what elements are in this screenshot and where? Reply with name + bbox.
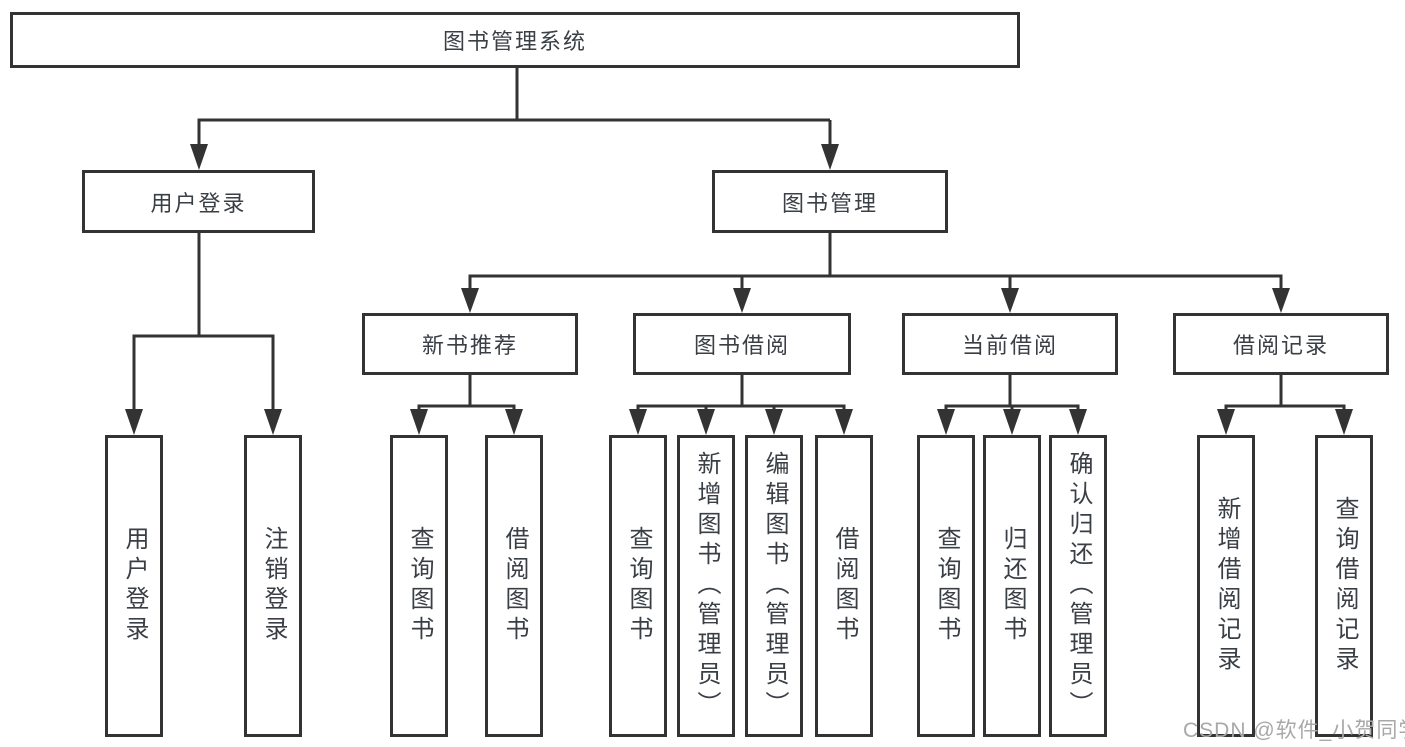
leaf-current-confirm-return-admin: 确认归还（管理员） xyxy=(1049,435,1107,737)
leaf-borrow-edit-books-admin-label: 编辑图书（管理员） xyxy=(761,451,788,721)
leaf-borrow-edit-books-admin: 编辑图书（管理员） xyxy=(745,435,803,737)
leaf-current-confirm-return-admin-label: 确认归还（管理员） xyxy=(1065,451,1092,721)
node-user-login-group-label: 用户登录 xyxy=(150,190,247,216)
leaf-current-return-books-label: 归还图书 xyxy=(999,526,1026,646)
node-new-book-recommend-label: 新书推荐 xyxy=(421,333,518,358)
leaf-borrow-query-books-label: 查询图书 xyxy=(625,526,652,646)
node-user-login-group: 用户登录 xyxy=(82,170,315,233)
leaf-borrow-add-books-admin: 新增图书（管理员） xyxy=(677,435,735,737)
leaf-borrow-borrow-books-label: 借阅图书 xyxy=(831,526,858,646)
node-library-system-label: 图书管理系统 xyxy=(442,29,587,54)
leaf-borrow-borrow-books: 借阅图书 xyxy=(815,435,873,737)
node-new-book-recommend: 新书推荐 xyxy=(362,313,578,375)
node-book-management-label: 图书管理 xyxy=(781,190,878,216)
leaf-newbook-borrow-books-label: 借阅图书 xyxy=(501,526,528,646)
leaf-records-query-record: 查询借阅记录 xyxy=(1315,435,1373,737)
connector-bookmgmt-to-level3 xyxy=(461,233,1290,313)
leaf-records-add-record-label: 新增借阅记录 xyxy=(1213,496,1240,676)
leaf-user-login: 用户登录 xyxy=(105,435,163,737)
connector-userlogin-to-leaves xyxy=(125,233,282,435)
node-book-management: 图书管理 xyxy=(712,170,948,233)
leaf-records-query-record-label: 查询借阅记录 xyxy=(1331,496,1358,676)
leaf-current-query-books: 查询图书 xyxy=(917,435,975,737)
connector-borrow-to-leaves xyxy=(629,375,853,435)
leaf-current-query-books-label: 查询图书 xyxy=(933,526,960,646)
leaf-logout-label: 注销登录 xyxy=(260,526,287,646)
connector-current-to-leaves xyxy=(937,375,1087,435)
node-book-borrow: 图书借阅 xyxy=(633,313,851,375)
leaf-newbook-query-books: 查询图书 xyxy=(390,435,448,737)
leaf-newbook-borrow-books: 借阅图书 xyxy=(485,435,543,737)
leaf-borrow-query-books: 查询图书 xyxy=(609,435,667,737)
connector-root-to-level2 xyxy=(190,68,839,170)
leaf-logout: 注销登录 xyxy=(244,435,302,737)
node-current-borrow-label: 当前借阅 xyxy=(961,333,1058,358)
leaf-current-return-books: 归还图书 xyxy=(983,435,1041,737)
node-current-borrow: 当前借阅 xyxy=(902,313,1118,375)
leaf-borrow-add-books-admin-label: 新增图书（管理员） xyxy=(693,451,720,721)
node-borrow-records-label: 借阅记录 xyxy=(1232,333,1329,358)
node-book-borrow-label: 图书借阅 xyxy=(693,333,790,358)
connector-newbook-to-leaves xyxy=(410,375,523,435)
leaf-records-add-record: 新增借阅记录 xyxy=(1197,435,1255,737)
node-borrow-records: 借阅记录 xyxy=(1173,313,1389,375)
node-library-system: 图书管理系统 xyxy=(10,12,1020,68)
leaf-newbook-query-books-label: 查询图书 xyxy=(406,526,433,646)
connector-records-to-leaves xyxy=(1217,375,1353,435)
leaf-user-login-label: 用户登录 xyxy=(121,526,148,646)
